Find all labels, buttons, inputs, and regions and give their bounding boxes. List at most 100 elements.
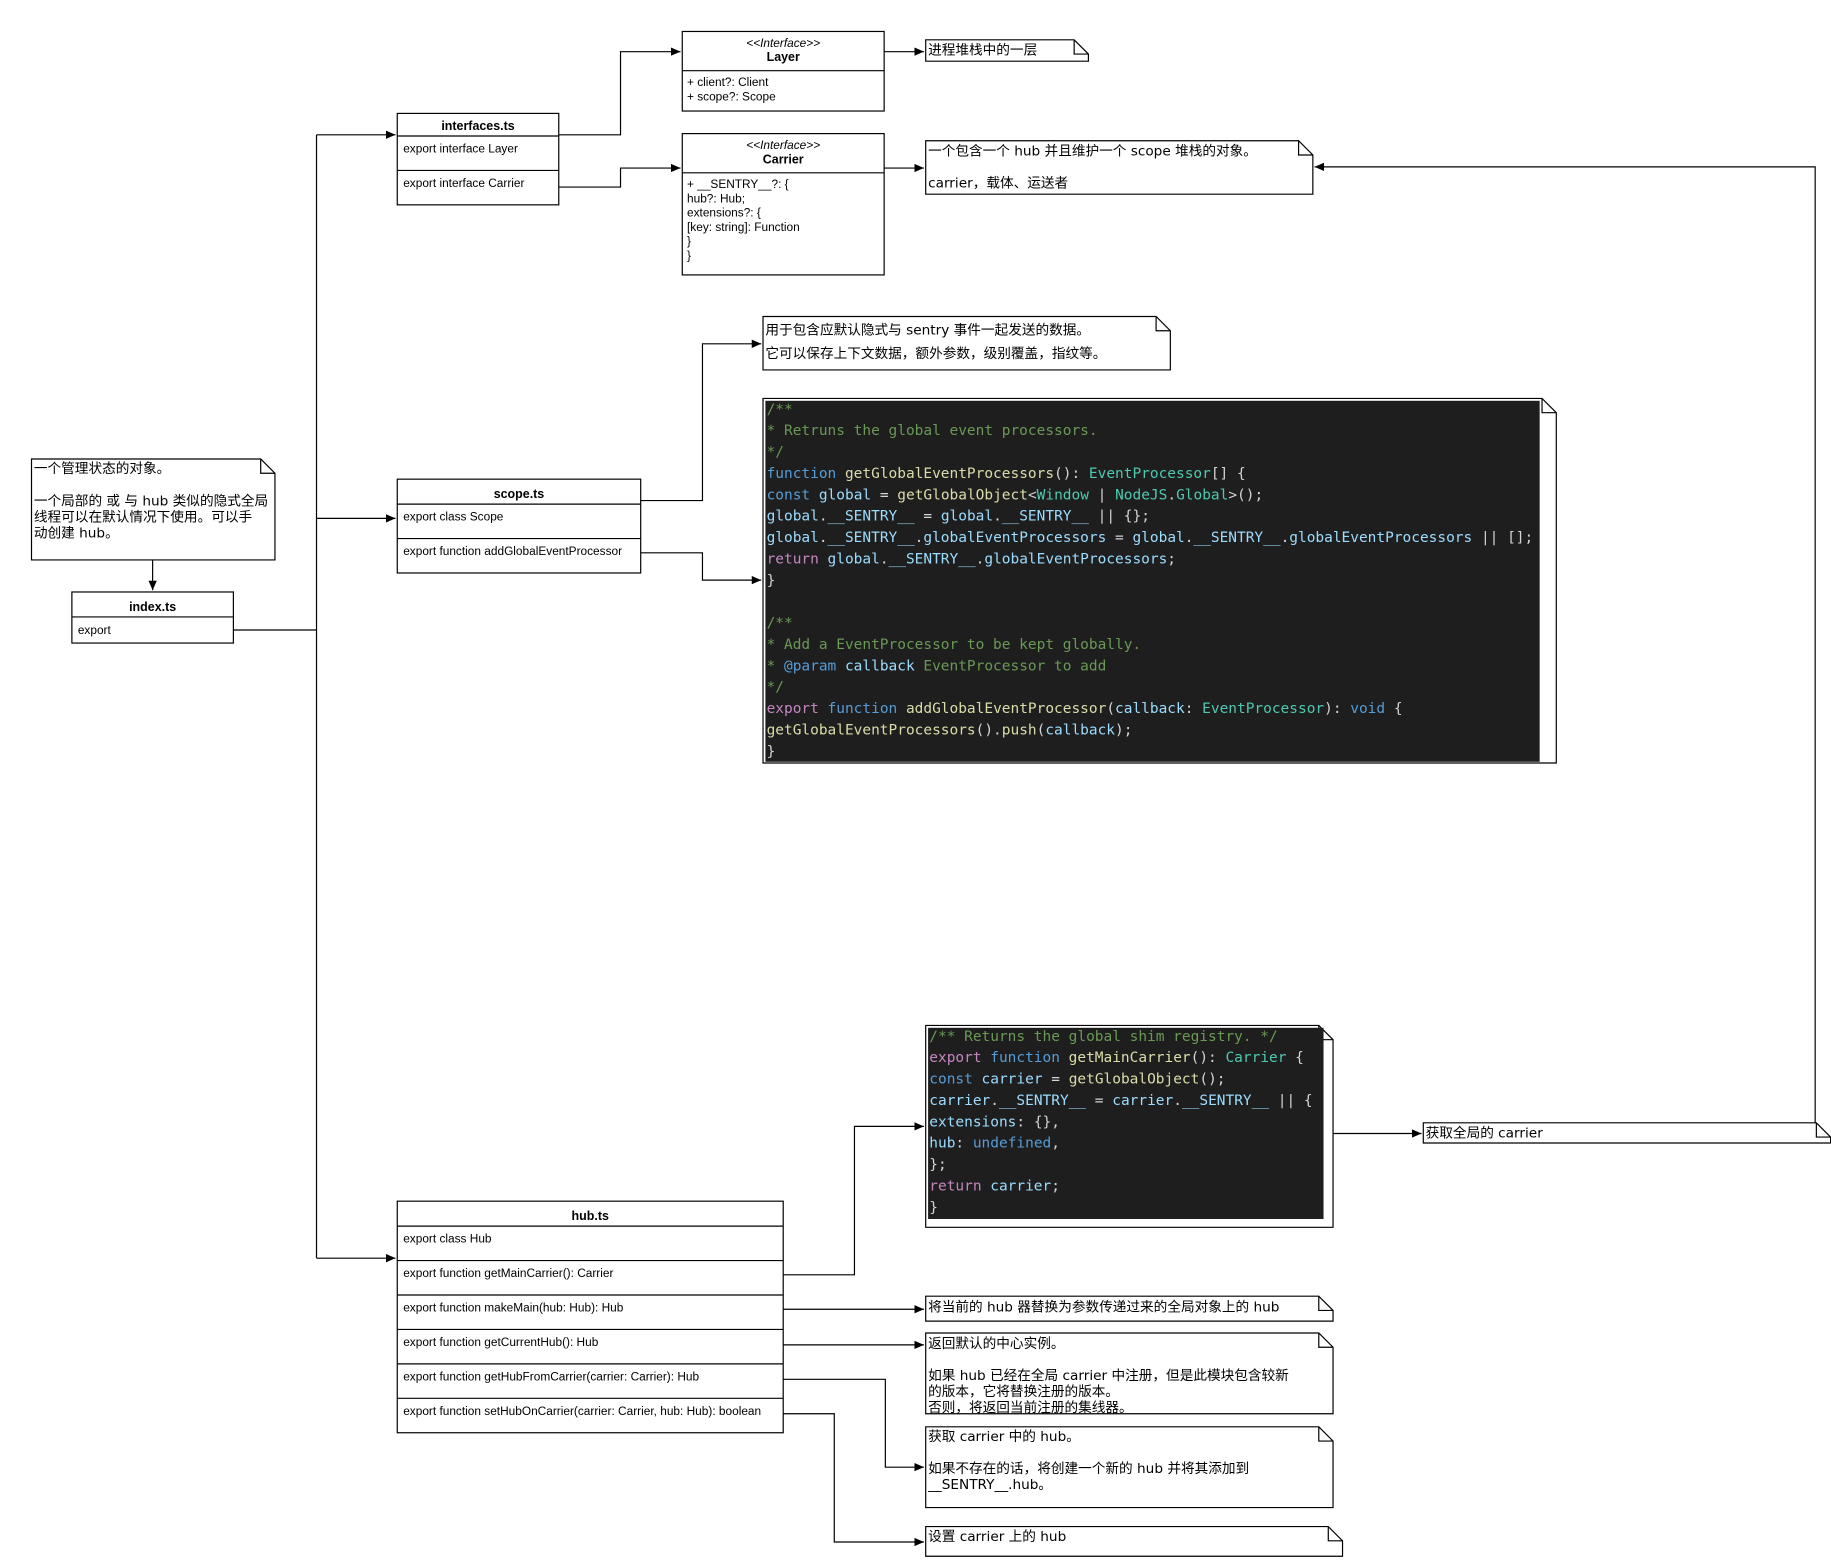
interface-name: Carrier [763,152,804,166]
code-line: }; [929,1157,946,1173]
code-line: } [767,744,776,760]
interface-attribute: extensions?: { [687,206,761,220]
note-frame [925,1332,1334,1415]
interface-carrier[interactable]: <<Interface>>Carrier+ __SENTRY__?: { hub… [681,133,885,276]
module-frame [396,478,642,574]
module-member: export [78,623,112,637]
code-background [765,400,1540,762]
interface-name: Layer [767,50,800,64]
note-fold [1318,1332,1334,1348]
note-fold [1073,39,1089,55]
code-line: /** [767,402,793,418]
interface-attribute: + __SENTRY__?: { [687,177,789,191]
interface-stereotype: <<Interface>> [746,36,820,50]
note-frame [925,140,1314,195]
note-text: 进程堆栈中的一层 [928,43,1037,59]
note-text: 的版本，它将替换注册的版本。 [928,1383,1119,1400]
module-member: export function makeMain(hub: Hub): Hub [403,1301,624,1315]
code-line: */ [767,680,784,696]
interface-attribute: [key: string]: Function [687,220,800,234]
code-line: carrier.__SENTRY__ = carrier.__SENTRY__ … [929,1093,1312,1109]
note-text: 它可以保存上下文数据，额外参数，级别覆盖，指纹等。 [765,345,1106,362]
module-member: export function getHubFromCarrier(carrie… [403,1369,699,1383]
edge-main-carrier-to-carrier-note [1314,162,1816,1123]
code-background [928,1027,1324,1219]
edge-layer-member-to-layer [558,47,681,136]
code-line: function getGlobalEventProcessors(): Eve… [767,466,1246,482]
code-line: const global = getGlobalObject<Window | … [767,487,1264,503]
module-member: export function getCurrentHub(): Hub [403,1335,599,1349]
connectors [148,47,1816,1547]
module-member: export function addGlobalEventProcessor [403,544,622,558]
note-text: 用于包含应默认隐式与 sentry 事件一起发送的数据。 [765,321,1090,338]
module-frame [396,112,560,206]
note-fold [1298,140,1313,156]
code-line: global.__SENTRY__ = global.__SENTRY__ ||… [767,509,1150,525]
note-text: 返回默认的中心实例。 [928,1336,1064,1352]
note-frame [30,458,276,561]
note-set-hub: 设置 carrier 上的 hub [925,1525,1344,1557]
interface-stereotype: <<Interface>> [746,138,820,152]
note-text: carrier，载体、运送者 [928,176,1068,192]
module-member: export function getMainCarrier(): Carrie… [403,1266,613,1280]
note-text: 一个局部的 或 与 hub 类似的隐式全局 [34,492,268,509]
interface-attribute: + scope?: Scope [687,89,776,103]
note-fold [1815,1122,1831,1138]
interface-layer[interactable]: <<Interface>>Layer + client?: Client+ sco… [681,30,885,112]
code-line: const carrier = getGlobalObject(); [929,1072,1225,1088]
note-fold [1318,1296,1334,1312]
interface-attribute: + client?: Client [687,75,769,89]
note-make-main: 将当前的 hub 器替换为参数传递过来的全局对象上的 hub [925,1295,1334,1322]
module-member: export class Hub [403,1232,492,1246]
note-current-hub: 返回默认的中心实例。如果 hub 已经在全局 carrier 中注册，但是此模块… [925,1332,1334,1416]
module-interfaces[interactable]: interfaces.ts export interface Layer expor… [396,112,560,206]
note-index: 一个管理状态的对象。一个局部的 或 与 hub 类似的隐式全局线程可以在默认情况… [30,458,276,561]
code-line: /** [767,616,793,632]
note-text: 如果不存在的话，将创建一个新的 hub 并将其添加到 [928,1461,1249,1477]
code-block-hub: /** Returns the global shim registry. */… [925,1024,1334,1228]
module-frame [396,1200,784,1434]
code-line: */ [767,445,784,461]
code-line: * Retruns the global event processors. [767,423,1098,439]
module-title: interfaces.ts [441,119,514,133]
code-line: * @param callback EventProcessor to add [767,658,1107,674]
module-member: export interface Layer [403,142,518,156]
code-line: hub: undefined, [929,1136,1060,1152]
code-line: } [767,573,776,589]
edge-sethub-to-note [783,1413,924,1547]
note-text: 如果 hub 已经在全局 carrier 中注册，但是此模块包含较新 [928,1367,1289,1384]
interface-frame [681,133,885,276]
note-text: 动创建 hub。 [34,525,119,541]
code-line: return carrier; [929,1178,1060,1194]
note-text: __SENTRY__.hub。 [927,1477,1052,1493]
module-member: export class Scope [403,510,504,524]
note-layer: 进程堆栈中的一层 [925,39,1089,62]
code-line: global.__SENTRY__.globalEventProcessors … [767,530,1534,546]
code-line: extensions: {}, [929,1114,1060,1130]
note-frame [925,1525,1344,1557]
note-frame [925,39,1089,62]
note-text: 将当前的 hub 器替换为参数传递过来的全局对象上的 hub [928,1299,1279,1316]
code-line: /** Returns the global shim registry. */ [929,1029,1277,1045]
note-frame [925,1295,1334,1322]
note-carrier: 一个包含一个 hub 并且维护一个 scope 堆栈的对象。 carrier，载体… [925,140,1314,195]
note-hub-from-carrier: 获取 carrier 中的 hub。如果不存在的话，将创建一个新的 hub 并将… [925,1426,1334,1509]
note-text: 获取 carrier 中的 hub。 [928,1429,1080,1445]
note-text: 线程可以在默认情况下使用。可以手 [34,508,252,525]
code-line: getGlobalEventProcessors().push(callback… [767,722,1133,738]
note-text: 一个包含一个 hub 并且维护一个 scope 堆栈的对象。 [928,144,1257,160]
note-fold [1541,398,1557,414]
note-text: 获取全局的 carrier [1426,1125,1544,1142]
code-line: export function addGlobalEventProcessor(… [767,701,1403,717]
note-fold [1155,316,1171,332]
interface-attribute: } [687,234,691,248]
module-member: export interface Carrier [403,176,524,190]
note-text: 一个管理状态的对象。 [34,461,170,477]
module-member: export function setHubOnCarrier(carrier:… [403,1404,761,1418]
edge-carrier-member-to-carrier [558,163,681,188]
